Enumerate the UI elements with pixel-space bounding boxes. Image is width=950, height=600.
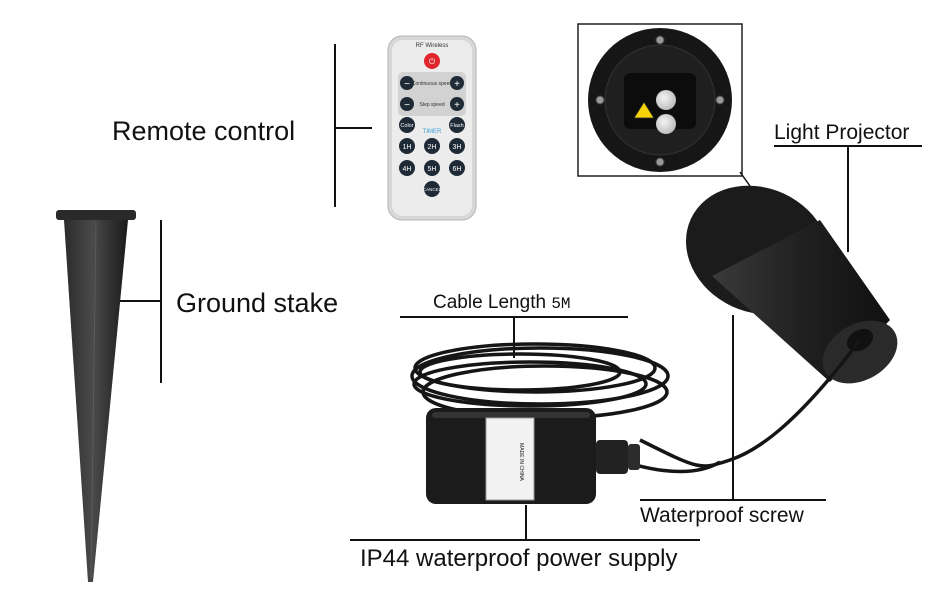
- timer-1h-button: 1H: [403, 144, 412, 151]
- cancel-button: CANCEL: [423, 187, 442, 192]
- timer-2h-button: 2H: [428, 144, 437, 151]
- timer-label: TIMER: [423, 129, 442, 135]
- remote-control: RF Wireless ⏻ − + Continuous speed − + S…: [387, 35, 477, 221]
- timer-3h-button: 3H: [453, 144, 462, 151]
- minus-icon: −: [404, 79, 410, 90]
- ground-stake: [56, 210, 136, 582]
- adapter-made-in-text: MADE IN CHINA: [518, 443, 524, 481]
- leader-lines: [118, 44, 922, 541]
- power-button: [424, 53, 440, 69]
- power-supply-label: IP44 waterproof power supply: [360, 545, 678, 572]
- timer-6h-button: 6H: [453, 166, 462, 173]
- step-speed-label: Step speed: [419, 102, 445, 108]
- power-icon: ⏻: [429, 57, 436, 66]
- cable-length-text: Cable Length: [433, 292, 547, 313]
- remote-brand: RF Wireless: [416, 43, 449, 49]
- remote-control-label: Remote control: [112, 116, 296, 146]
- power-supply: MADE IN CHINA: [426, 408, 640, 504]
- cable-length-value: 5M: [551, 295, 571, 313]
- plus-icon: +: [454, 79, 460, 90]
- continuous-speed-label: Continuous speed: [412, 81, 453, 87]
- ground-stake-label: Ground stake: [176, 288, 339, 318]
- timer-5h-button: 5H: [428, 166, 437, 173]
- plus-icon: +: [454, 100, 460, 111]
- timer-4h-button: 4H: [403, 166, 412, 173]
- waterproof-screw-label: Waterproof screw: [640, 504, 804, 527]
- flash-button: Flash: [450, 123, 463, 129]
- minus-icon: −: [404, 100, 410, 111]
- light-projector: [685, 185, 898, 384]
- light-projector-label: Light Projector: [774, 121, 910, 144]
- projector-front-view: [577, 23, 743, 177]
- laser-warning-icon: [633, 101, 655, 119]
- cable-length-label: Cable Length 5M: [433, 292, 571, 314]
- color-button: Color: [400, 123, 413, 129]
